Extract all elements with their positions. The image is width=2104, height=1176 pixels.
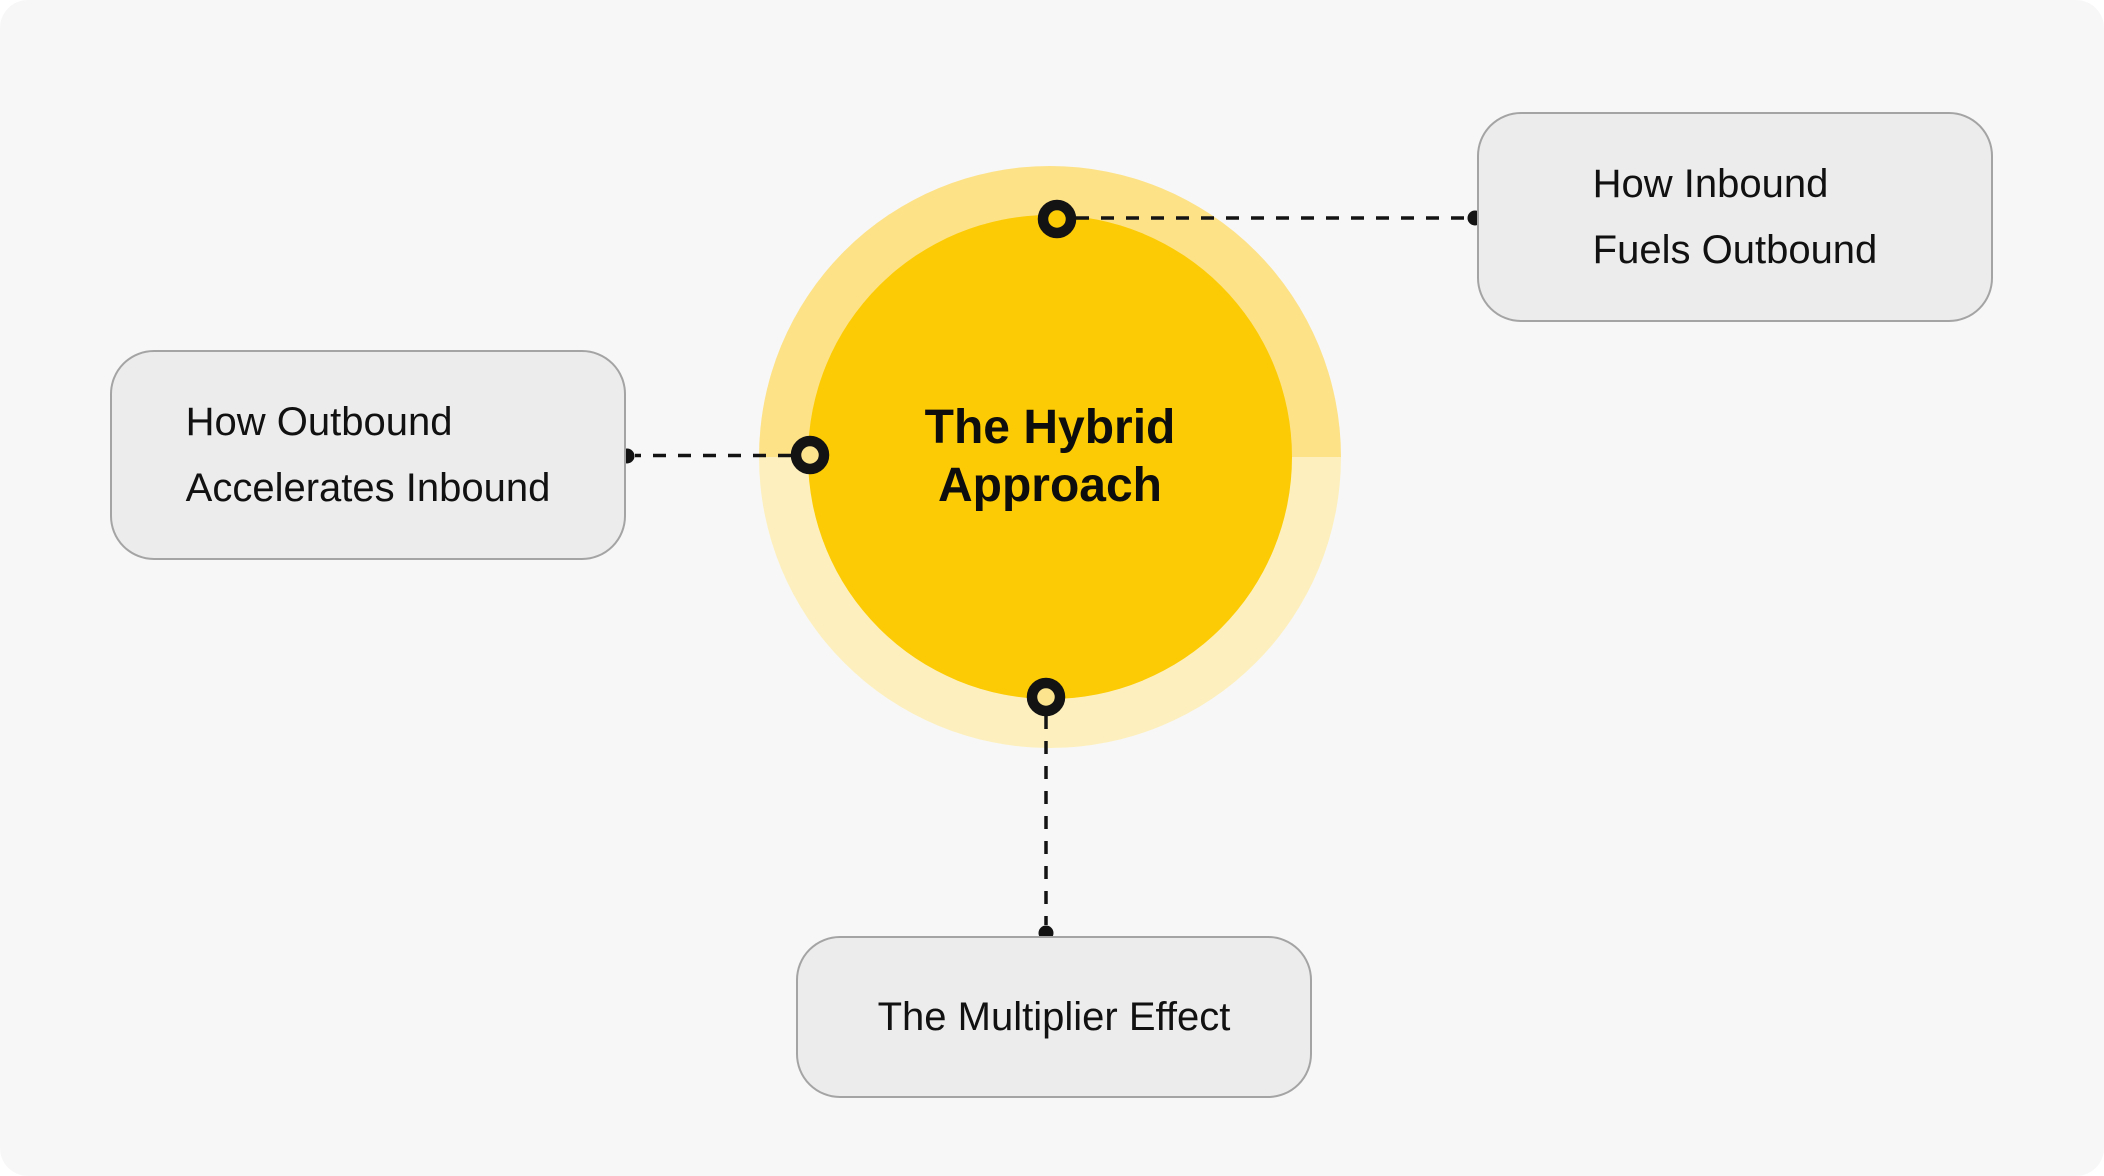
node-multiplier-label-line1: The Multiplier Effect (877, 995, 1231, 1039)
hub-title: The Hybrid Approach (925, 399, 1176, 515)
node-how-outbound-accelerates-inbound[interactable]: How Outbound Accelerates Inbound (110, 350, 626, 560)
hub-node[interactable]: The Hybrid Approach (808, 215, 1292, 699)
hub-title-line2: Approach (937, 459, 1162, 512)
node-inbound-label-line2: Fuels Outbound (1592, 228, 1878, 272)
node-inbound-label: How Inbound Fuels Outbound (1593, 151, 1878, 283)
node-multiplier-label: The Multiplier Effect (878, 984, 1231, 1050)
node-outbound-label-line2: Accelerates Inbound (185, 466, 551, 510)
node-outbound-label-line1: How Outbound (185, 400, 453, 444)
hub-title-line1: The Hybrid (924, 401, 1176, 454)
node-outbound-label: How Outbound Accelerates Inbound (186, 389, 551, 521)
node-the-multiplier-effect[interactable]: The Multiplier Effect (796, 936, 1312, 1098)
node-how-inbound-fuels-outbound[interactable]: How Inbound Fuels Outbound (1477, 112, 1993, 322)
node-inbound-label-line1: How Inbound (1592, 162, 1829, 206)
